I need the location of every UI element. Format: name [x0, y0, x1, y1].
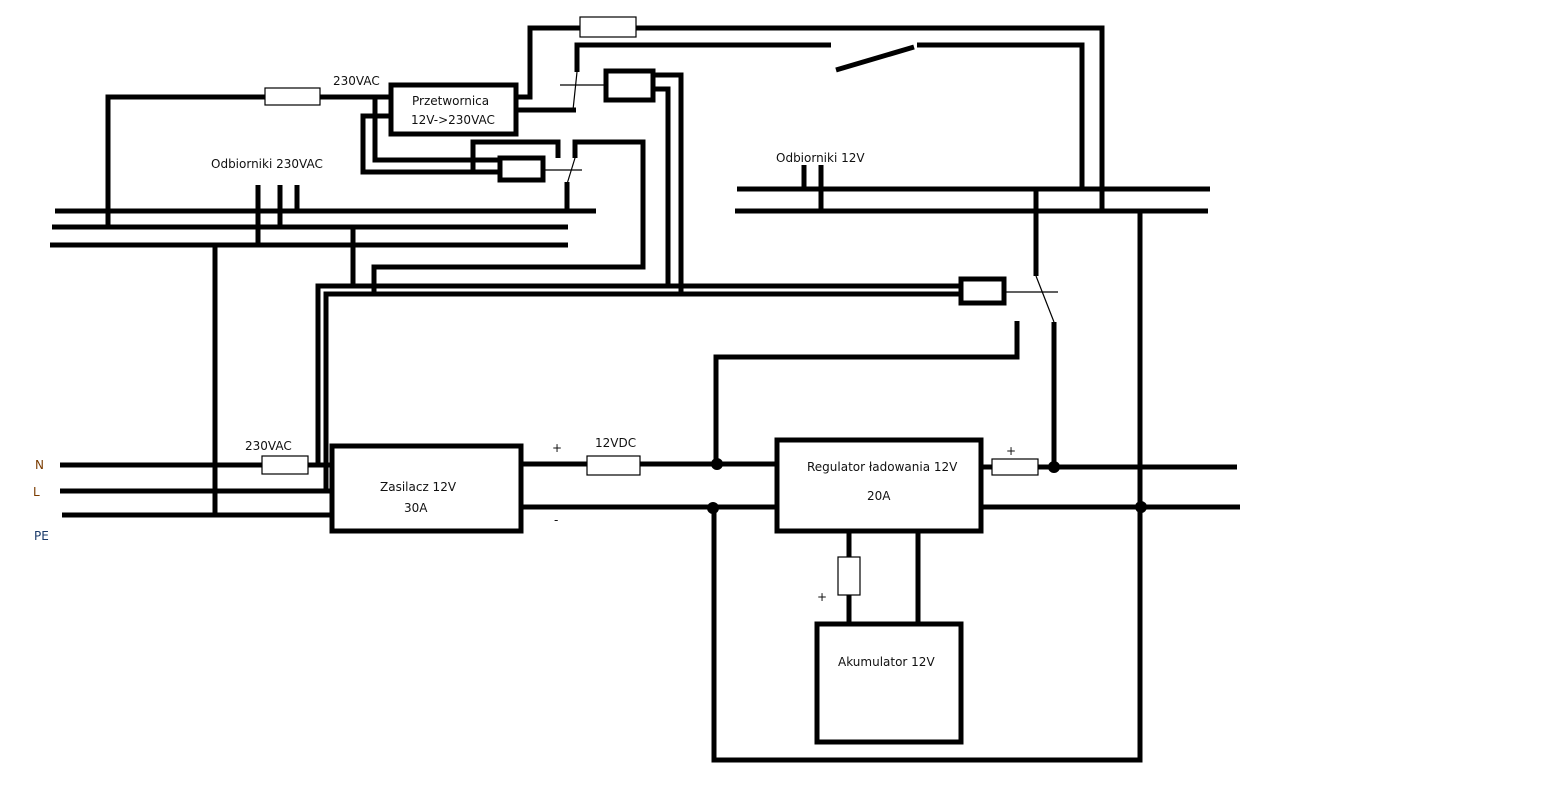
- fuse-top: [579, 16, 637, 38]
- wire-relay1-coil-b: [653, 86, 671, 286]
- fuse-mains: [261, 455, 309, 475]
- relay1-blade: [572, 71, 578, 111]
- wire-mains-l-to-relay3: [323, 291, 961, 492]
- loads-ac-label: Odbiorniki 230VAC: [211, 157, 323, 171]
- wire-relay2-contact-b: [371, 139, 646, 294]
- relay1-coil: [603, 68, 656, 103]
- battery-label: Akumulator 12V: [838, 655, 935, 669]
- psu-plus-label: +: [552, 441, 562, 455]
- converter-label-1: Przetwornica: [412, 94, 489, 108]
- mains-l-label: L: [33, 485, 40, 499]
- wire-switch-top-left: [574, 42, 831, 72]
- wire-relay2-contact-a: [470, 139, 561, 172]
- mains-voltage-label: 230VAC: [245, 439, 292, 453]
- wire-converter-to-relay2-b: [360, 113, 500, 175]
- regulator-box: [774, 437, 984, 534]
- wire-converter-to-12v-bus: [517, 25, 1105, 212]
- battery-box: [814, 621, 964, 745]
- wire-mains-n-to-relay3: [315, 283, 961, 467]
- converter-input-voltage: 230VAC: [333, 74, 380, 88]
- junction-dot: [1048, 461, 1060, 473]
- relay3-blade: [1035, 275, 1055, 323]
- psu-box: [329, 443, 524, 534]
- psu-label-2: 30A: [404, 501, 428, 515]
- fuse-reg-out: [991, 458, 1039, 476]
- regulator-label-1: Regulator ładowania 12V: [807, 460, 958, 474]
- fuse-converter-input: [264, 87, 321, 106]
- wire-relay3-to-psu-out: [713, 321, 1020, 465]
- battery-plus-label: +: [817, 590, 827, 604]
- regulator-label-2: 20A: [867, 489, 891, 503]
- mains-pe-label: PE: [34, 529, 49, 543]
- wire-relay1-coil-a: [653, 72, 684, 294]
- junction-dot: [1135, 501, 1147, 513]
- converter-label-2: 12V->230VAC: [411, 113, 495, 127]
- regulator-plus-label: +: [1006, 444, 1016, 458]
- fuse-battery: [837, 556, 861, 596]
- junction-dot: [707, 502, 719, 514]
- fuse-psu: [586, 455, 641, 476]
- wire-dc-negative-return: [711, 211, 1143, 763]
- mains-n-label: N: [35, 458, 44, 472]
- relay2-coil: [497, 155, 546, 183]
- wire-switch-top-right: [917, 42, 1085, 190]
- psu-minus-label: -: [554, 513, 558, 527]
- relay2-blade: [566, 157, 576, 185]
- psu-label-1: Zasilacz 12V: [380, 480, 457, 494]
- psu-output-label: 12VDC: [595, 436, 636, 450]
- junction-dot: [711, 458, 723, 470]
- converter-box: [388, 82, 519, 137]
- loads-dc-label: Odbiorniki 12V: [776, 151, 865, 165]
- switch-main-blade: [835, 44, 915, 73]
- relay3-coil: [958, 276, 1007, 306]
